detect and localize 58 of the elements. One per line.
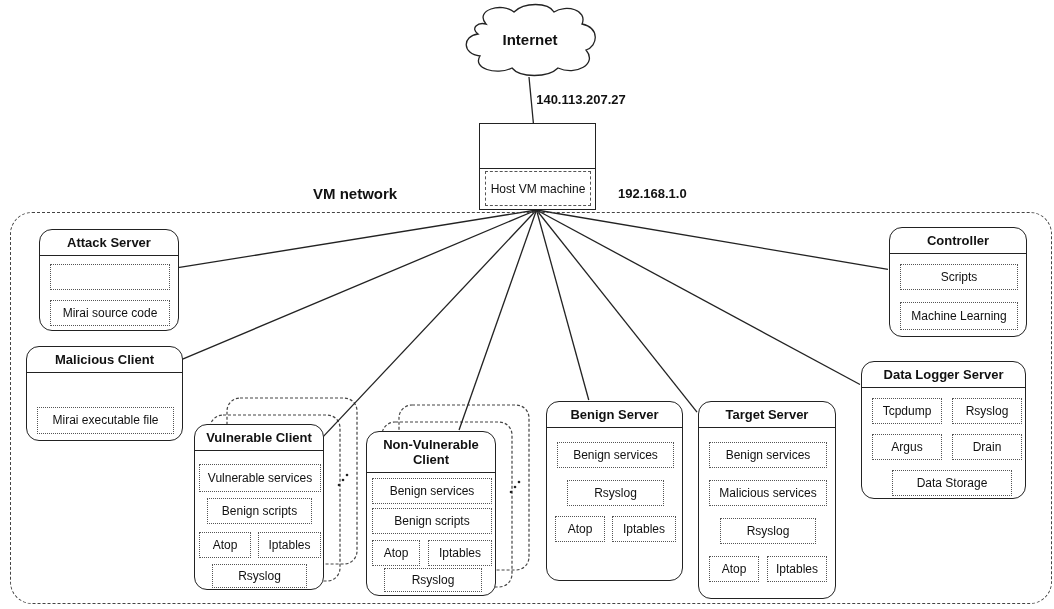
server-card	[546, 401, 683, 581]
empty-box	[50, 264, 170, 290]
cloud-label: Internet	[501, 30, 559, 50]
connector-line	[535, 209, 590, 401]
connector-line	[322, 209, 538, 438]
server-card	[366, 431, 496, 596]
connector-line	[535, 209, 698, 413]
connector-line	[181, 209, 538, 361]
card-title: Benign Server	[547, 402, 682, 428]
server-card	[194, 424, 324, 590]
component-box: Rsyslog	[952, 398, 1022, 424]
component-box: Data Storage	[892, 470, 1012, 496]
connector-line	[528, 76, 534, 124]
component-box: Tcpdump	[872, 398, 942, 424]
component-box: Iptables	[428, 540, 492, 566]
card-title: Malicious Client	[27, 347, 182, 373]
component-box: Host VM machine	[485, 171, 591, 206]
component-box: Benign services	[709, 442, 827, 468]
server-card	[26, 346, 183, 441]
component-box: Machine Learning	[900, 302, 1018, 330]
component-box: Mirai source code	[50, 300, 170, 326]
connector-line	[535, 209, 861, 386]
server-card	[889, 227, 1027, 337]
card-title: Data Logger Server	[862, 362, 1025, 388]
component-box: Rsyslog	[212, 564, 307, 588]
component-box: Drain	[952, 434, 1022, 460]
component-box: Scripts	[900, 264, 1018, 290]
card-title: Controller	[890, 228, 1026, 254]
card-title: Attack Server	[40, 230, 178, 256]
component-box: Benign scripts	[207, 498, 312, 524]
component-box: Rsyslog	[720, 518, 816, 544]
network-label: VM network	[313, 185, 398, 202]
component-box: Iptables	[767, 556, 827, 582]
server-card	[39, 229, 179, 331]
component-box: Rsyslog	[567, 480, 664, 506]
connector-line	[458, 209, 538, 431]
card-title: Target Server	[699, 402, 835, 428]
card-title: Vulnerable Client	[195, 425, 323, 451]
component-box: Rsyslog	[384, 568, 482, 592]
network-address-label: 192.168.1.0	[618, 186, 687, 201]
component-box: Atop	[199, 532, 251, 558]
component-box: Benign scripts	[372, 508, 492, 534]
component-box: Atop	[709, 556, 759, 582]
component-box: Mirai executable file	[37, 407, 174, 434]
component-box: Iptables	[612, 516, 676, 542]
card-title: Non-Vulnerable Client	[367, 432, 495, 473]
component-box: Malicious services	[709, 480, 827, 506]
component-box: Benign services	[372, 478, 492, 504]
component-box: Vulnerable services	[199, 464, 321, 492]
component-box: Atop	[555, 516, 605, 542]
component-box: Benign services	[557, 442, 674, 468]
server-card	[861, 361, 1026, 499]
server-card	[698, 401, 836, 599]
edge-label: 140.113.207.27	[534, 92, 628, 107]
component-box: Iptables	[258, 532, 321, 558]
component-box: Atop	[372, 540, 420, 566]
host-machine-box	[479, 123, 596, 210]
component-box: Argus	[872, 434, 942, 460]
